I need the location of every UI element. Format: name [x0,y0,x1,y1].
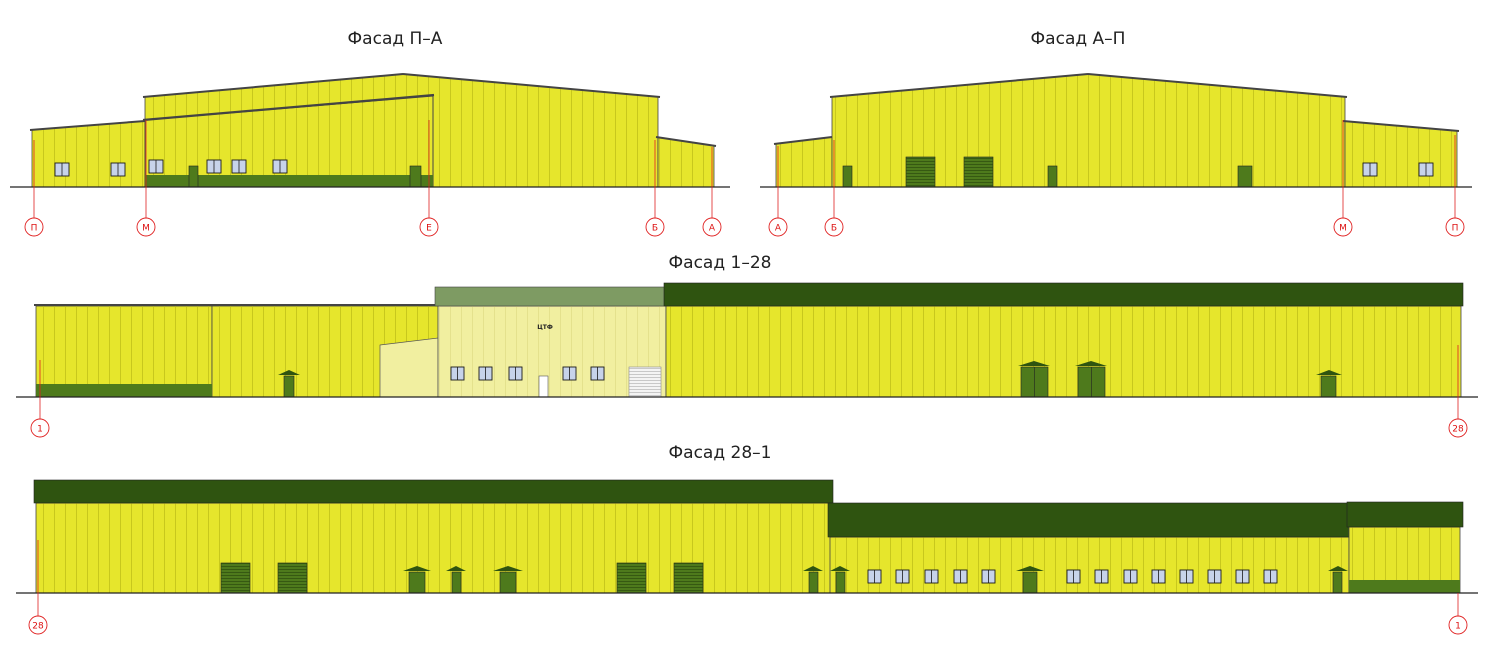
facade-title: Фасад 28–1 [669,443,772,463]
door-with-canopy [403,566,431,594]
axis-marker-1: 1 [30,360,50,438]
door [1047,165,1058,188]
roof-parapet [1346,501,1464,528]
window-row [1362,162,1434,177]
facade-28-1: Фасад 28–1 [16,443,1478,635]
door-with-canopy [1316,370,1342,398]
axis-label: П [31,224,38,234]
axis-label: 28 [32,622,44,632]
axis-label: Е [426,224,432,234]
facade-p-a: Фасад П–А [10,29,730,237]
axis-label: 1 [1455,622,1461,632]
axis-marker-p: П [24,140,44,237]
door [188,165,199,188]
window-row [867,569,1278,584]
facade-title: Фасад А–П [1031,29,1126,49]
axis-marker-p: П [1445,135,1465,237]
plinth [145,175,433,187]
axis-marker-e: Е [419,120,439,237]
facade-a-p: Фасад А–П А [760,29,1472,237]
cladding-ribs [32,74,714,187]
sectional-gate [673,562,704,594]
axis-marker-a: А [768,146,788,237]
roof-parapet [33,479,834,504]
axis-label: 1 [37,425,43,435]
axis-marker-b: Б [824,140,844,237]
axis-markers: А Б М П [768,120,1465,237]
window-row [450,366,605,381]
axis-markers: 28 1 [28,540,1468,635]
facade-1-28: Фасад 1–28 ЦТФ [16,253,1478,438]
plinth [36,384,212,397]
roof-parapet [434,286,670,307]
door [538,375,549,398]
door [409,165,422,188]
facade-title: Фасад П–А [348,29,443,49]
axis-marker-b: Б [645,140,665,237]
facade-title: Фасад 1–28 [669,253,772,273]
window-row [54,159,288,177]
axis-markers: 1 28 [30,345,1468,438]
axis-label: А [775,224,782,234]
door-with-canopy [493,566,523,594]
axis-label: Б [652,224,658,234]
axis-marker-a: А [702,147,722,237]
room-label: ЦТФ [537,324,553,331]
roof-parapet [827,502,1351,538]
door [1237,165,1253,188]
axis-marker-m: М [1333,120,1353,237]
door [842,165,853,188]
double-door-with-canopy [1018,361,1050,398]
double-door-with-canopy [1075,361,1107,398]
lean-to [379,337,439,398]
axis-marker-28: 28 [28,540,48,635]
axis-label: М [142,224,150,234]
sectional-gate [277,562,308,594]
axis-label: Б [831,224,837,234]
axis-marker-1: 1 [1448,593,1468,635]
axis-marker-m: М [136,120,156,237]
roof-parapet [663,282,1464,307]
plinth [1349,580,1460,593]
door-with-canopy [1016,566,1044,594]
cladding-ribs [776,74,1457,187]
sectional-gate [616,562,647,594]
sectional-gate [220,562,251,594]
axis-label: П [1452,224,1459,234]
axis-markers: П М Е Б А [24,120,722,237]
axis-marker-28: 28 [1448,345,1468,438]
axis-label: М [1339,224,1347,234]
axis-label: 28 [1452,425,1464,435]
axis-label: А [709,224,716,234]
